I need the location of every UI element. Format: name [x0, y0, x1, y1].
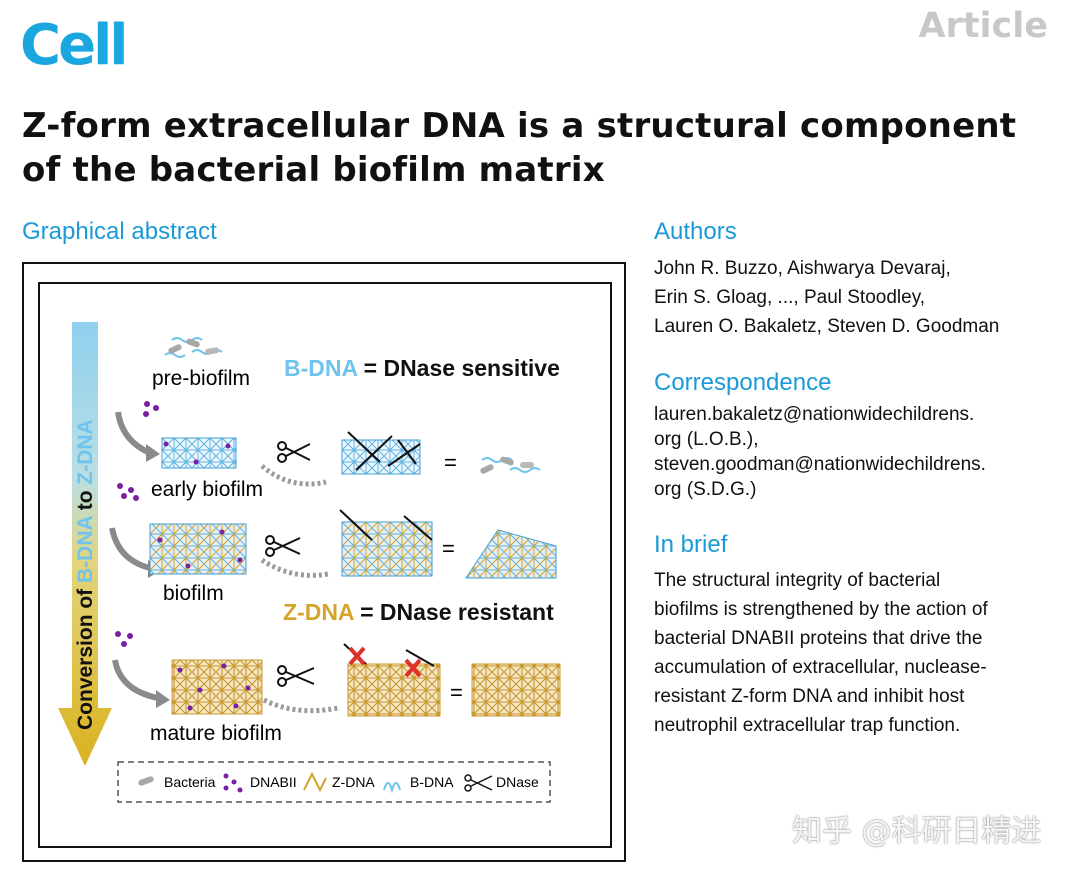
- stage-label-biofilm: biofilm: [163, 582, 224, 605]
- authors-heading: Authors: [654, 218, 737, 245]
- correspondence-line[interactable]: steven.goodman@nationwidechildrens.: [654, 454, 986, 475]
- in-brief-line: The structural integrity of bacterial: [654, 570, 941, 591]
- correspondence-line[interactable]: lauren.bakaletz@nationwidechildrens.: [654, 404, 975, 425]
- biofilm-block: [149, 523, 247, 575]
- legend: Bacteria DNABII Z-DNA B-DNA DNase: [117, 761, 551, 803]
- in-brief-heading: In brief: [654, 531, 728, 558]
- pre-biofilm-bacteria: [164, 337, 223, 358]
- legend-z-dna-icon: [303, 771, 327, 793]
- dnase-blocked-x-icon: [348, 646, 422, 678]
- legend-item-dnase: DNase: [496, 774, 539, 790]
- graphical-abstract-inner-frame: [38, 282, 612, 848]
- journal-logo: Cell: [20, 13, 128, 78]
- authors-line: John R. Buzzo, Aishwarya Devaraj,: [654, 258, 951, 279]
- early-biofilm-result: [480, 456, 541, 474]
- title-line-1: Z-form extracellular DNA is a structural…: [22, 106, 1017, 146]
- in-brief-line: accumulation of extracellular, nuclease-: [654, 657, 987, 678]
- equals-sign: =: [442, 536, 455, 561]
- equals-sign: =: [444, 450, 457, 475]
- b-dna-statement: B-DNA = DNase sensitive: [284, 355, 560, 381]
- stage-label-early-biofilm: early biofilm: [151, 478, 263, 501]
- legend-item-bacteria: Bacteria: [164, 774, 216, 790]
- title-line-2: of the bacterial biofilm matrix: [22, 150, 605, 190]
- authors-line: Erin S. Gloag, ..., Paul Stoodley,: [654, 287, 926, 308]
- biofilm-result: [465, 529, 557, 579]
- correspondence-emails: lauren.bakaletz@nationwidechildrens. org…: [654, 402, 986, 502]
- legend-dnabii-icon: [223, 773, 243, 793]
- legend-b-dna-icon: [383, 782, 401, 794]
- correspondence-heading: Correspondence: [654, 369, 832, 396]
- legend-item-dnabii: DNABII: [250, 774, 297, 790]
- stage-label-mature-biofilm: mature biofilm: [150, 722, 282, 745]
- stage-transition-arrows: [109, 411, 159, 701]
- equals-sign: =: [450, 680, 463, 705]
- conversion-arrow: [58, 322, 112, 766]
- graphical-abstract-figure: Conversion of B-DNA to Z-DNA pre-biofilm…: [58, 322, 561, 803]
- legend-bacteria-icon: [138, 776, 154, 786]
- biofilm-dnase-treated: [341, 521, 433, 577]
- authors-line: Lauren O. Bakaletz, Steven D. Goodman: [654, 316, 1000, 337]
- authors-list: John R. Buzzo, Aishwarya Devaraj, Erin S…: [654, 254, 999, 341]
- dnabii-proteins: [115, 401, 159, 647]
- early-biofilm-block: [161, 437, 237, 469]
- conversion-arrow-label: Conversion of B-DNA to Z-DNA: [74, 419, 97, 730]
- in-brief-line: resistant Z-form DNA and inhibit host: [654, 686, 965, 707]
- graphical-abstract-frame: [22, 262, 626, 862]
- article-title: Z-form extracellular DNA is a structural…: [22, 104, 1062, 192]
- in-brief-line: neutrophil extracellular trap function.: [654, 715, 961, 736]
- article-type-label: Article: [918, 6, 1048, 46]
- watermark: 知乎 @科研日精进: [792, 814, 1042, 849]
- in-brief-line: bacterial DNABII proteins that drive the: [654, 628, 983, 649]
- graphical-abstract-heading: Graphical abstract: [22, 218, 217, 245]
- mature-biofilm-dnase-treated: [347, 663, 441, 717]
- legend-item-b-dna: B-DNA: [410, 774, 454, 790]
- in-brief-line: biofilms is strengthened by the action o…: [654, 599, 988, 620]
- dnase-scissors-icon: [265, 431, 435, 687]
- mature-biofilm-result: [471, 663, 561, 717]
- in-brief-text: The structural integrity of bacterial bi…: [654, 566, 988, 740]
- correspondence-line[interactable]: org (S.D.G.): [654, 479, 757, 500]
- dnase-treatment-arrows: [260, 464, 339, 714]
- correspondence-line[interactable]: org (L.O.B.),: [654, 429, 759, 450]
- legend-item-z-dna: Z-DNA: [332, 774, 375, 790]
- legend-dnase-icon: [464, 774, 493, 792]
- z-dna-statement: Z-DNA = DNase resistant: [283, 599, 554, 625]
- stage-label-pre-biofilm: pre-biofilm: [152, 367, 250, 390]
